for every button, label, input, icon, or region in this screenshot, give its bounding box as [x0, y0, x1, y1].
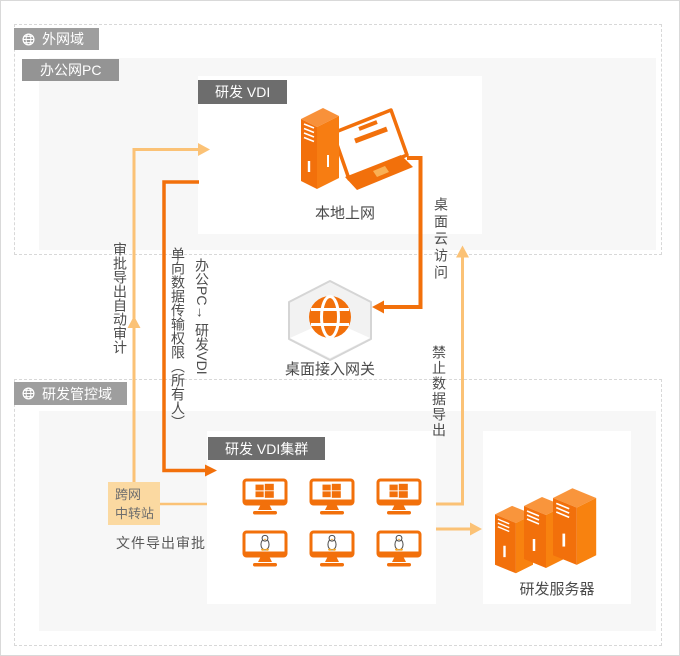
transfer-station-line2: 中转站	[115, 506, 155, 521]
globe-icon	[22, 387, 35, 400]
caption-gateway: 桌面接入网关	[284, 361, 375, 378]
region-label-rd-control-text: 研发管控域	[42, 385, 112, 402]
windows-logo-icon	[389, 483, 408, 498]
box-label-vdi-cluster-text: 研发 VDI集群	[225, 440, 309, 457]
caption-rd-server: 研发服务器	[519, 581, 595, 598]
box-label-vdi-cluster: 研发 VDI集群	[208, 437, 326, 460]
caption-local-internet: 本地上网	[314, 205, 375, 222]
globe-icon	[309, 295, 351, 339]
box-label-rd-vdi-text: 研发 VDI	[215, 84, 271, 100]
windows-monitor-icon	[309, 478, 355, 515]
region-label-external-text: 外网域	[42, 31, 84, 47]
flow-label-desktop-cloud: 桌面云访问	[433, 197, 449, 282]
region-label-office-text: 办公网PC	[40, 62, 102, 78]
flow-label-file-export: 文件导出审批	[116, 535, 206, 551]
windows-monitor-icon	[242, 478, 288, 515]
flow-label-approval-audit: 审批导出自动审计	[112, 242, 128, 354]
linux-monitor-icon	[309, 530, 355, 567]
linux-monitor-icon	[242, 530, 288, 567]
transfer-station-node: 跨网 中转站	[108, 482, 160, 525]
linux-monitor-icon	[376, 530, 422, 567]
region-label-rd-control: 研发管控域	[14, 382, 127, 405]
desktop-computer-icon	[301, 108, 413, 190]
windows-logo-icon	[255, 483, 274, 498]
server-stack-icon	[495, 488, 597, 574]
windows-monitor-icon	[376, 478, 422, 515]
flow-label-office-to-vdi: 办公PC→ 研发VDI	[194, 258, 210, 375]
hexagon-gateway-icon	[288, 280, 372, 361]
linux-tux-icon	[327, 534, 337, 551]
region-label-office-pc: 办公网PC	[22, 59, 120, 81]
windows-logo-icon	[322, 483, 341, 498]
flow-label-no-export: 禁止数据导出	[431, 345, 447, 438]
box-label-rd-vdi: 研发 VDI	[198, 80, 288, 104]
flow-label-one-way: 单向数据传输权限（所有人）	[170, 247, 186, 429]
globe-icon	[22, 32, 35, 46]
region-label-external: 外网域	[14, 28, 99, 50]
transfer-station-line1: 跨网	[115, 487, 142, 502]
linux-tux-icon	[260, 534, 270, 551]
linux-tux-icon	[394, 534, 404, 551]
